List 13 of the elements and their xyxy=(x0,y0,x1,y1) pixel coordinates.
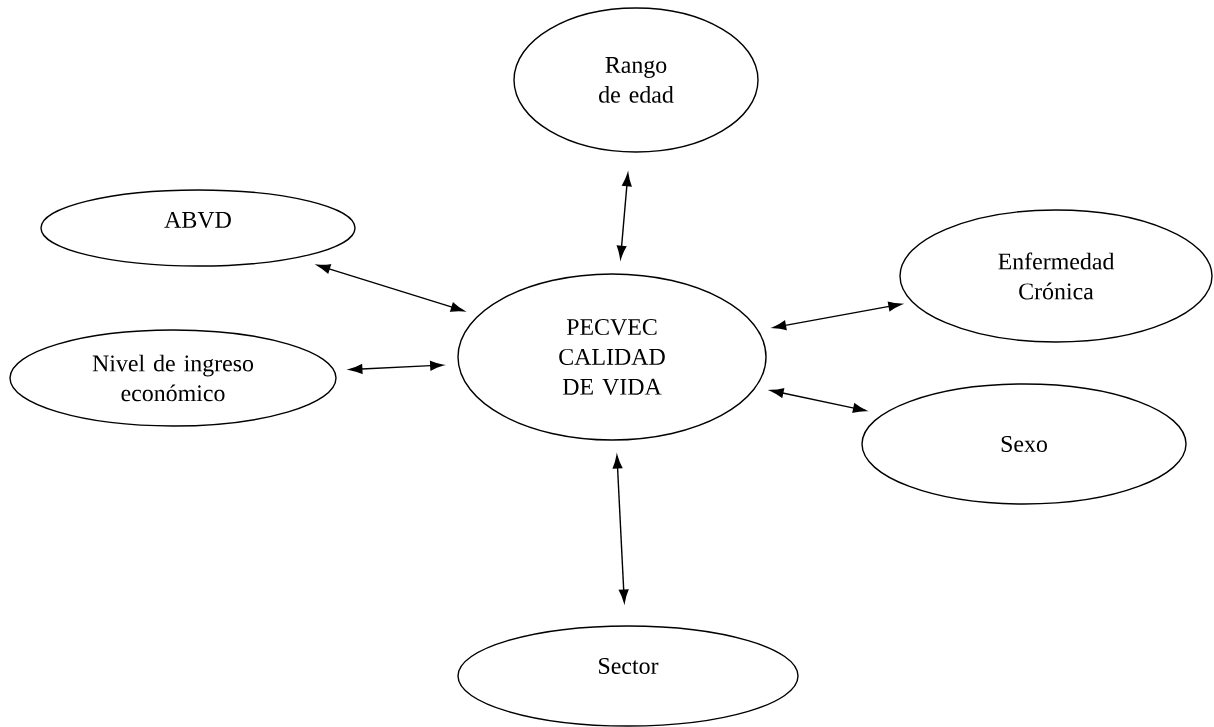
double-arrow xyxy=(317,264,465,312)
ellipse-node: Nivel de ingreso económico xyxy=(9,329,337,427)
ellipse-node: Rango de edad xyxy=(513,7,759,153)
ellipse-node: PECVEC CALIDAD DE VIDA xyxy=(457,273,767,441)
double-arrow xyxy=(770,388,867,413)
double-arrow xyxy=(616,173,632,259)
ellipse-node: Enfermedad Crónica xyxy=(899,209,1213,343)
double-arrow xyxy=(772,301,902,331)
ellipse-node: ABVD xyxy=(40,189,356,267)
ellipse-node: Sector xyxy=(457,625,799,727)
double-arrow xyxy=(349,360,444,374)
ellipse-node: Sexo xyxy=(861,383,1187,505)
double-arrow xyxy=(612,455,629,603)
